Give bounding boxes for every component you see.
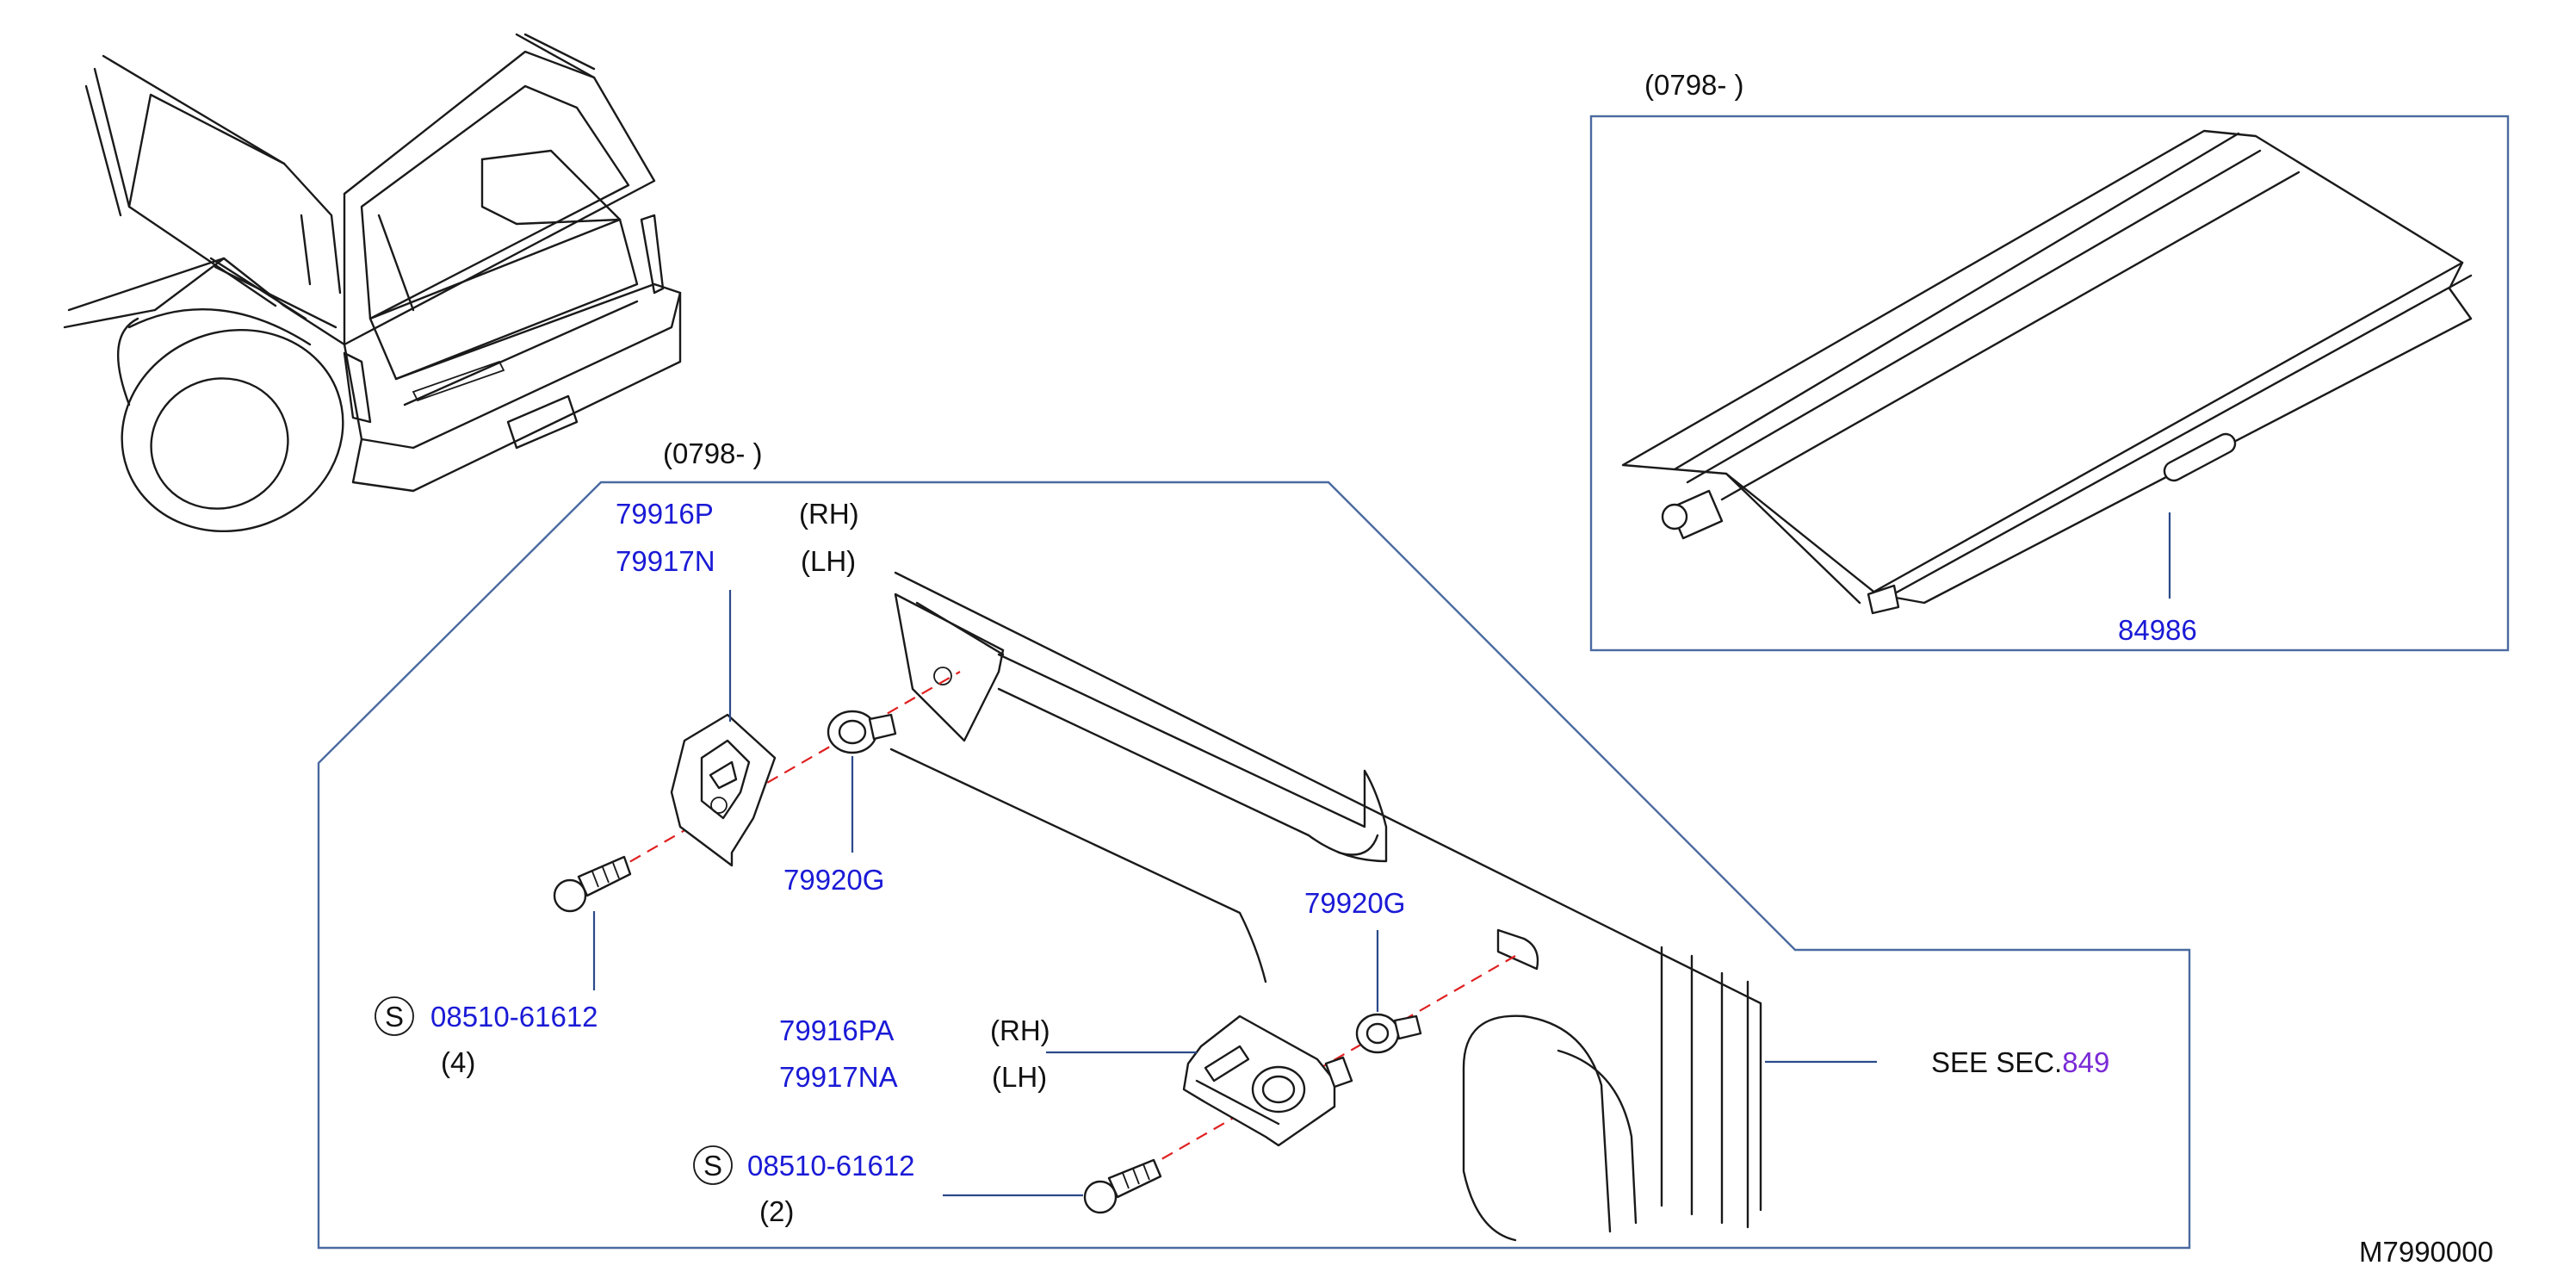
see-section-text: SEE SEC.849 [1931,1046,2109,1078]
date-code-top: (0798- ) [1644,69,1744,101]
tonneau-cover-group: (0798- ) 84986 [1589,69,2510,652]
figure-code: M7990000 [2359,1236,2493,1268]
screw-symbol-b: S [703,1150,722,1182]
part-label-08510-b: 08510-61612 [747,1150,915,1182]
part-label-79916P: 79916P [616,498,714,530]
bracket-lower [1182,1014,1353,1147]
see-section-link[interactable]: 849 [2062,1046,2109,1078]
part-label-84986: 84986 [2118,614,2197,646]
rh-label-upper: (RH) [799,498,859,530]
bracket-assembly-group: (0798- ) [317,437,2191,1250]
clip-upper [827,710,897,754]
qty-label-b: (2) [759,1195,794,1227]
screw-symbol-circle-b [693,1145,733,1185]
part-label-79920G-upper: 79920G [783,864,884,896]
part-label-79917N: 79917N [616,545,715,577]
side-trim-panel [889,571,1762,1242]
part-label-79917NA: 79917NA [779,1061,898,1093]
part-label-79916PA: 79916PA [779,1014,894,1046]
rh-label-lower: (RH) [990,1014,1050,1046]
bracket-upper [670,713,777,867]
tonneau-cover-84986 [1621,129,2473,615]
screw-symbol-a: S [385,1001,404,1033]
screw-upper [553,855,632,913]
vehicle-illustration [63,33,682,533]
lh-label-lower: (LH) [992,1061,1047,1093]
part-label-79920G-lower: 79920G [1304,887,1405,919]
date-code-main: (0798- ) [663,437,763,469]
screw-symbol-circle-a [375,996,414,1036]
clip-lower [1355,1013,1422,1054]
qty-label-a: (4) [441,1046,475,1078]
screw-lower [1083,1158,1162,1214]
tonneau-frame [1589,115,2510,652]
part-label-08510-a: 08510-61612 [430,1001,598,1033]
assembly-frame [317,481,2191,1250]
lh-label-upper: (LH) [801,545,856,577]
